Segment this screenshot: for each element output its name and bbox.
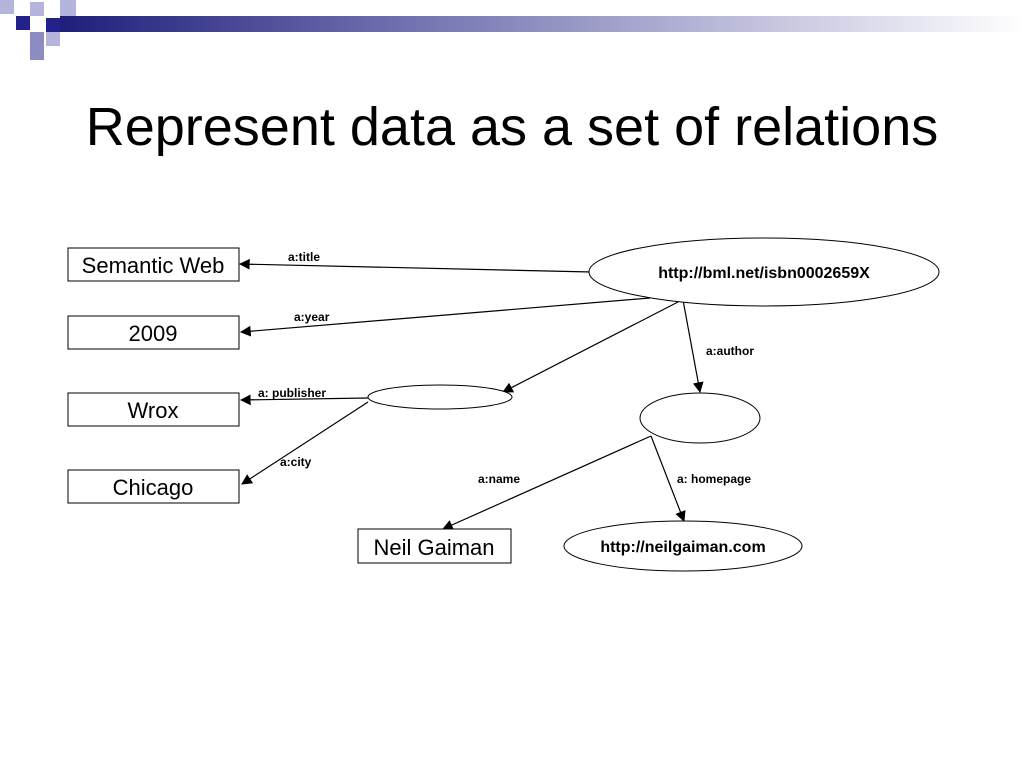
banner-square xyxy=(30,46,44,60)
node-label-homepage-uri: http://neilgaiman.com xyxy=(600,539,765,556)
banner-square xyxy=(46,18,60,32)
edge-label-publisher: a: publisher xyxy=(258,386,326,400)
edge-label-homepage: a: homepage xyxy=(677,472,751,486)
node-label-wrox: Wrox xyxy=(128,398,179,423)
banner-square xyxy=(16,16,30,30)
banner-square xyxy=(60,0,76,16)
banner-square xyxy=(0,0,14,14)
node-box-year xyxy=(67,315,240,350)
node-label-year: 2009 xyxy=(129,321,178,346)
node-box-chicago xyxy=(67,469,240,504)
edge-homepage-arrow xyxy=(650,435,686,523)
banner-square xyxy=(30,32,44,46)
edge-title-arrow xyxy=(238,258,593,273)
slide-title: Represent data as a set of relations xyxy=(85,97,939,157)
banner-stripe xyxy=(60,16,1024,32)
banner-square xyxy=(30,2,44,16)
edge-city-arrow xyxy=(241,401,369,485)
node-ellipse-book-uri xyxy=(588,237,940,307)
decorative-banner xyxy=(0,0,1024,60)
edge-label-name: a:name xyxy=(478,472,520,486)
node-ellipse-homepage-uri xyxy=(563,520,803,572)
edge-label-year: a:year xyxy=(294,310,330,324)
node-ellipse-author-blank xyxy=(639,392,761,444)
edge-label-title: a:title xyxy=(288,250,320,264)
node-label-neil-gaiman: Neil Gaiman xyxy=(373,535,494,560)
node-box-neil-gaiman xyxy=(357,528,512,564)
banner-square xyxy=(46,32,60,46)
node-box-wrox xyxy=(67,392,240,427)
edge-label-author: a:author xyxy=(706,344,754,358)
node-label-book-uri: http://bml.net/isbn0002659X xyxy=(658,265,870,282)
node-box-semantic-web xyxy=(67,247,240,282)
node-ellipse-publisher-blank xyxy=(367,384,513,410)
edge-name-arrow xyxy=(442,435,652,530)
node-label-semantic-web: Semantic Web xyxy=(82,253,225,278)
edge-year-arrow xyxy=(239,297,651,337)
edge-publisher-node-arrow xyxy=(502,301,679,393)
node-label-chicago: Chicago xyxy=(113,475,194,500)
edge-label-city: a:city xyxy=(280,455,312,469)
edge-publisher-arrow xyxy=(239,394,369,406)
edge-author-arrow xyxy=(682,299,704,394)
